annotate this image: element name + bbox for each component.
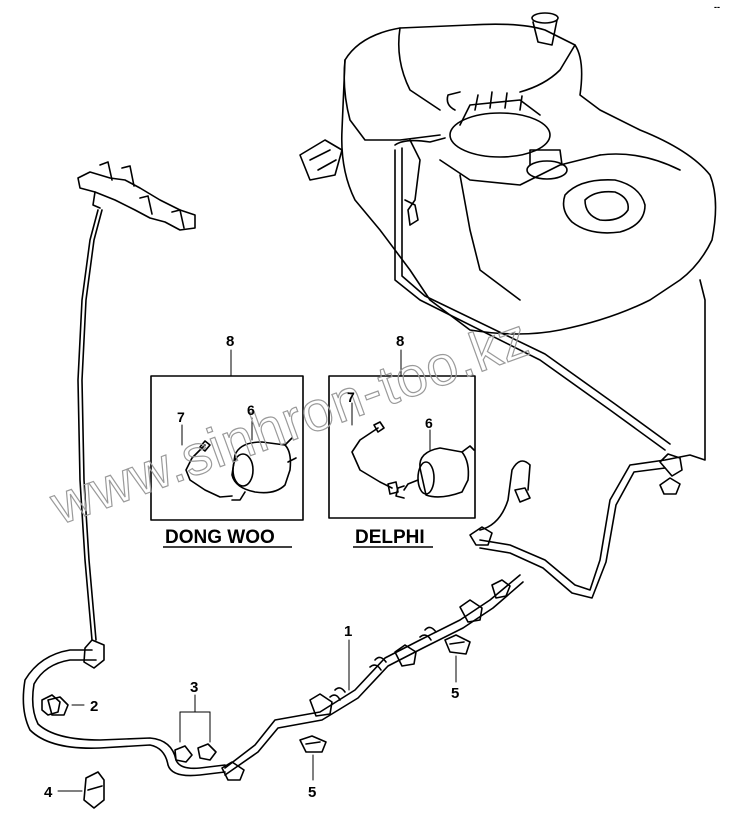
part-5b-clips xyxy=(444,634,471,655)
callout-8-dongwoo: 8 xyxy=(226,333,234,350)
callout-1: 1 xyxy=(344,623,352,640)
callout-2: 2 xyxy=(90,698,98,715)
callout-3: 3 xyxy=(190,679,198,696)
callout-8-delphi: 8 xyxy=(396,333,404,350)
callout-4: 4 xyxy=(44,784,53,801)
delphi-kit xyxy=(328,375,476,519)
delphi-caption: DELPHI xyxy=(355,527,425,548)
callout-6-dongwoo: 6 xyxy=(247,402,255,418)
part-4-connector xyxy=(83,771,105,809)
fuel-tank xyxy=(299,12,717,335)
callout-5-right: 5 xyxy=(451,685,459,702)
part-3-clips xyxy=(174,743,217,763)
leader-lines xyxy=(57,349,457,792)
dong-woo-kit xyxy=(150,375,304,521)
dong-woo-caption: DONG WOO xyxy=(165,527,275,548)
callout-7-delphi: 7 xyxy=(347,389,355,405)
callout-labels: 1 2 3 4 5 5 6 6 7 7 8 8 xyxy=(44,333,459,801)
callout-7-dongwoo: 7 xyxy=(177,409,185,425)
fuel-rail xyxy=(77,161,196,231)
callout-5-left: 5 xyxy=(308,784,316,801)
callout-6-delphi: 6 xyxy=(425,415,433,431)
corner-mark: -- xyxy=(714,2,720,12)
watermark-text: www.sinhron-too.kz xyxy=(42,305,538,537)
line-clips xyxy=(41,579,511,781)
fuel-lines xyxy=(22,137,706,777)
part-2-clip xyxy=(47,696,69,716)
part-5a-clips xyxy=(299,735,327,753)
